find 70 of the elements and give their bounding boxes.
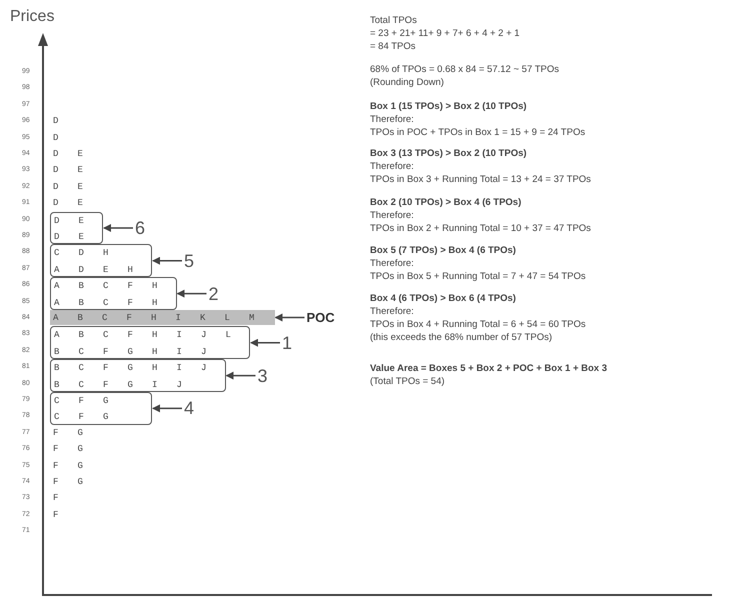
tpo-letters: A D E H: [54, 264, 133, 277]
note-heading: Value Area = Boxes 5 + Box 2 + POC + Box 1 + Box 3: [370, 363, 607, 375]
note-text: (Total TPOs = 54): [370, 376, 445, 388]
callout-number: 3: [258, 366, 268, 386]
note-text: Therefore:: [370, 306, 414, 318]
tpo-letters: D E: [53, 164, 83, 178]
profile-box: [50, 212, 103, 244]
note-text: (Rounding Down): [370, 77, 444, 89]
arrow: [250, 338, 280, 347]
arrow: [274, 314, 304, 322]
tpo-letters: A B C F H: [54, 296, 158, 310]
arrow: [226, 372, 256, 380]
tpo-letters: F G: [53, 460, 83, 473]
tpo-letters: D E: [54, 230, 84, 244]
note-text: TPOs in POC + TPOs in Box 1 = 15 + 9 = 24 TPOs: [370, 127, 586, 139]
tpo-letters: A B C F H: [54, 280, 158, 294]
note-heading: Box 5 (7 TPOs) > Box 4 (6 TPOs): [370, 245, 516, 257]
note-text: TPOs in Box 2 + Running Total = 10 + 37 = 47 TPOs: [370, 223, 591, 235]
profile-box: [50, 277, 176, 310]
profile-box: [50, 392, 152, 425]
note-heading: Box 3 (13 TPOs) > Box 2 (10 TPOs): [370, 148, 527, 160]
arrow: [103, 224, 133, 232]
arrow: [176, 290, 206, 298]
tpo-letters: F G: [53, 476, 83, 489]
tpo-letters: B C F G I J: [54, 378, 182, 392]
axis-title: Prices: [10, 8, 54, 26]
note-heading: Box 2 (10 TPOs) > Box 4 (6 TPOs): [370, 197, 522, 209]
note-text: = 23 + 21+ 11+ 9 + 7+ 6 + 4 + 2 + 1: [370, 28, 520, 40]
note-text: TPOs in Box 3 + Running Total = 13 + 24 = 37 TPOs: [370, 174, 591, 186]
tpo-letters: D E: [53, 197, 83, 210]
note-text: = 84 TPOs: [370, 41, 416, 53]
tpo-letters: D E: [54, 214, 84, 228]
tpo-letters: A B C F H I K L M: [53, 312, 254, 325]
tpo-letters: B C F G H I J: [54, 362, 206, 376]
callout-number: 5: [184, 250, 194, 271]
tpo-letters: F G: [53, 443, 83, 456]
arrow: [152, 404, 182, 412]
tpo-letters: F: [53, 492, 58, 506]
callout-number: 1: [282, 332, 292, 353]
tpo-letters: C D H: [54, 247, 108, 260]
callout-number: 2: [208, 284, 219, 304]
callout-number: 4: [184, 398, 194, 418]
profile-box: [50, 359, 226, 392]
tpo-letters: D: [53, 115, 58, 128]
note-text: Therefore:: [370, 210, 414, 222]
note-heading: Box 1 (15 TPOs) > Box 2 (10 TPOs): [370, 101, 527, 113]
tpo-letters: A B C F H I J L: [54, 329, 231, 342]
note-text: Therefore:: [370, 161, 414, 173]
note-text: TPOs in Box 5 + Running Total = 7 + 47 = 54 TPOs: [370, 271, 586, 283]
poc-band: [50, 310, 274, 325]
tpo-letters: D: [53, 132, 58, 145]
note-text: 68% of TPOs = 0.68 x 84 = 57.12 ~ 57 TPOs: [370, 64, 559, 76]
note-text: (this exceeds the 68% number of 57 TPOs): [370, 332, 552, 344]
note-heading: Box 4 (6 TPOs) > Box 6 (4 TPOs): [370, 293, 516, 305]
note-text: Therefore:: [370, 258, 414, 270]
profile-box: [50, 244, 152, 278]
profile-box: [50, 326, 250, 360]
tpo-letters: D E: [53, 148, 83, 161]
tpo-letters: F G: [53, 426, 83, 440]
arrow: [152, 256, 182, 265]
tpo-letters: D E: [53, 180, 83, 194]
tpo-letters: B C F G H I J: [54, 346, 206, 359]
note-text: Total TPOs: [370, 15, 417, 27]
tpo-letters: F: [53, 508, 58, 522]
note-text: Therefore:: [370, 114, 414, 126]
tpo-letters: C F G: [54, 411, 108, 424]
poc-label: POC: [306, 308, 335, 328]
tpo-letters: C F G: [54, 395, 108, 408]
note-text: TPOs in Box 4 + Running Total = 6 + 54 = 60 TPOs: [370, 319, 586, 331]
callout-number: 6: [135, 218, 146, 238]
